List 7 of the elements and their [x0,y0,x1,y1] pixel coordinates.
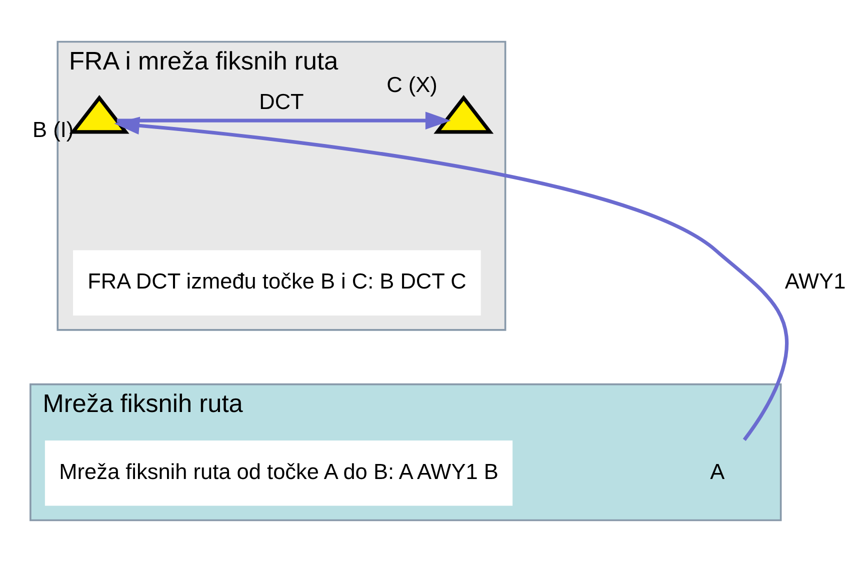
edge-label: DCT [259,88,304,114]
edge-label: AWY1 [784,268,846,294]
node-label: B (I) [32,117,74,142]
label: FRA DCT između točke B i C: B DCT C [88,268,466,294]
label: Mreža fiksnih ruta od točke A do B: A AWY1 B [59,458,498,484]
node-label: C (X) [386,72,438,97]
node-text: A [710,458,725,484]
